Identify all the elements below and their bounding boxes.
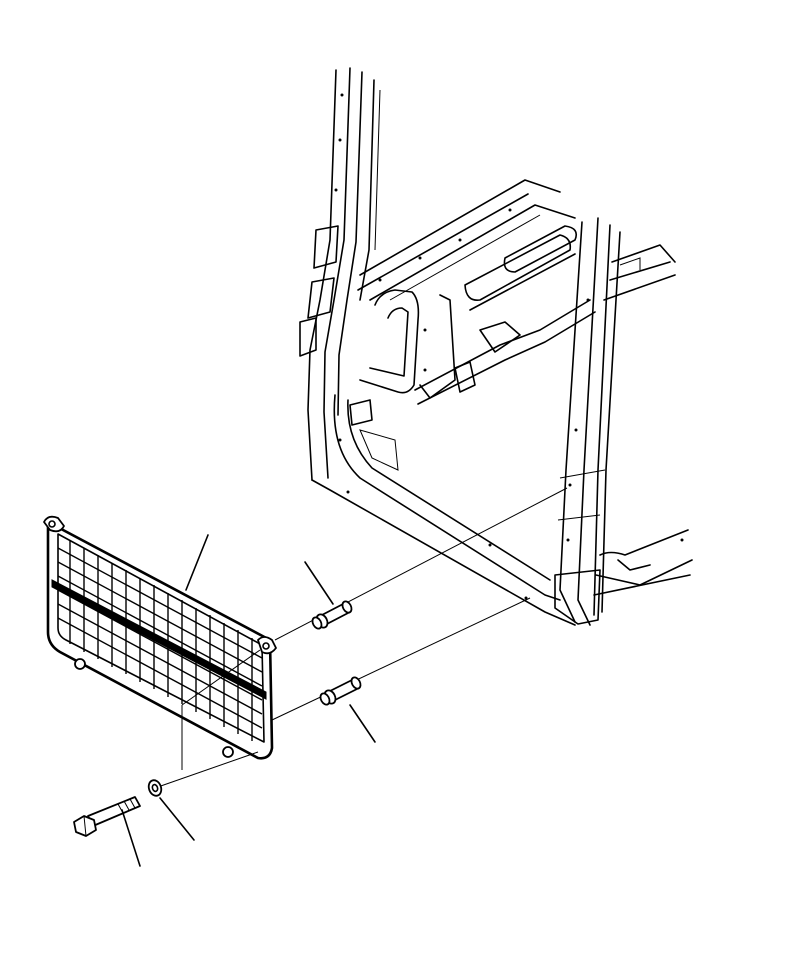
assembly-lines [154,487,568,789]
leader-lower-pin [349,704,376,743]
hex-bolt [73,796,141,837]
mesh-guard-panel [43,515,277,760]
cab-frame [299,67,693,626]
panel-tab-bottom-left [74,658,86,670]
leader-upper-pin [304,561,334,605]
panel-tab-top-left [43,515,65,533]
leader-bolt [121,809,141,867]
panel-tab-top-right [257,636,277,655]
panel-tab-bottom-right [222,746,234,758]
leader-mesh-panel [185,534,209,591]
leader-washer [159,797,195,841]
upper-spacer-pin [311,600,353,630]
washer [147,779,163,797]
callout-leaders [121,534,376,867]
lower-spacer-pin [319,676,362,706]
